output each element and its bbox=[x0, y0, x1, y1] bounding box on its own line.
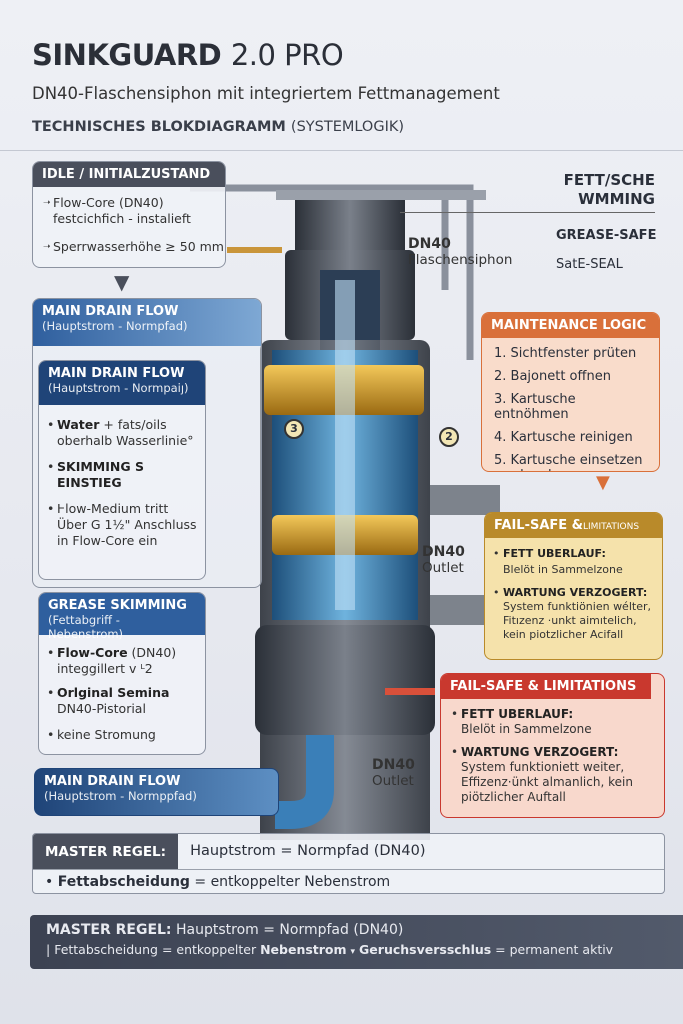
master1-bullet: • Fettabscheidung = entkoppelter Nebenst… bbox=[45, 874, 391, 890]
page-title: SINKGUARD 2.0 PRO bbox=[32, 38, 344, 72]
failsafe1-item: WARTUNG VERZOGERT:System funktiönien wél… bbox=[493, 586, 654, 642]
main-inner-title: MAIN DRAIN FLOW bbox=[48, 366, 185, 381]
master-rule-banner: MASTER REGEL: Hauptstrom = Normpfad (DN4… bbox=[30, 915, 683, 969]
failsafe2-title: FAIL-SAFE & LIMITATIONS bbox=[441, 674, 651, 699]
arrow-right-icon bbox=[227, 247, 282, 253]
arrow-right-icon bbox=[385, 688, 435, 695]
failsafe1-item: FETT UBERLAUF:Blelöt in Sammelzone bbox=[493, 546, 654, 578]
maintenance-box: MAINTENANCE LOGIC 1. Sichtfenster prüten… bbox=[481, 312, 660, 472]
grease-title: GREASE SKIMMING bbox=[48, 598, 187, 613]
idle-title: IDLE / INITIALZUSTAND bbox=[33, 162, 225, 187]
arrow-down-icon: ▼ bbox=[596, 472, 610, 493]
master1-rule: Hauptstrom = Normpfad (DN40) bbox=[190, 843, 426, 859]
grease-item: Orlginal Semina DN40-Pistorial bbox=[47, 685, 197, 717]
divider bbox=[400, 212, 655, 213]
marker-3: 3 bbox=[284, 419, 304, 439]
main-inner-item: Water + fats/oils oberhalb Wasserlinie° bbox=[47, 417, 197, 449]
main-inner-item: Ⱶlow-Medium tritt Über G 1½" Anschluss i… bbox=[47, 501, 197, 549]
grease-item: keine Stromung bbox=[47, 727, 197, 743]
failsafe-box-1: FAIL-SAFE &LIMITATIONS FETT UBERLAUF:Ble… bbox=[484, 512, 663, 660]
grease-caption: (Fettabgriff - Nebenstrom) bbox=[48, 613, 124, 641]
maintenance-step: 3. Kartusche entnöhmen bbox=[494, 392, 576, 422]
divider bbox=[0, 150, 683, 151]
safe-seal-label: SatE-SEAL bbox=[556, 257, 623, 272]
main-outer-title: MAIN DRAIN FLOW bbox=[42, 304, 179, 319]
main-inner-item: SKIMMING S EINSTIEG bbox=[47, 459, 197, 491]
grease-skimming-box: GREASE SKIMMING (Fettabgriff - Nebenstro… bbox=[38, 592, 206, 755]
siphon-illustration bbox=[190, 184, 500, 840]
main-bottom-title: MAIN DRAIN FLOW bbox=[44, 774, 181, 789]
failsafe2-item: FETT UBERLAUF:Blelöt in Sammelzone bbox=[451, 707, 654, 737]
main-bottom-caption: (Hauptstrom - Normppfad) bbox=[44, 789, 197, 803]
failsafe-box-2: FAIL-SAFE & LIMITATIONS FETT UBERLAUF:Bl… bbox=[440, 673, 665, 818]
idle-item: Flow-Core (DN40) festcichfich - instalie… bbox=[43, 195, 225, 227]
master2-detail: | Fettabscheidung = entkoppelter Nebenst… bbox=[46, 942, 614, 957]
marker-2: 2 bbox=[439, 427, 459, 447]
master-rule-box: MASTER REGEL: Hauptstrom = Normpfad (DN4… bbox=[32, 833, 665, 894]
arrow-down-icon: ▼ bbox=[114, 270, 130, 294]
maintenance-step: 5. Kartusche einsetzen verrlegeln bbox=[494, 453, 643, 471]
maintenance-step: 4. Kartusche reinigen bbox=[494, 430, 633, 445]
failsafe2-item: WARTUNG VERZOGERT:System funktioniett we… bbox=[451, 745, 654, 805]
grease-item: Flow-Core (DN40) integgillert v ᴸ2 bbox=[47, 645, 197, 677]
maintenance-title: MAINTENANCE LOGIC bbox=[482, 313, 659, 338]
idle-box: IDLE / INITIALZUSTAND Flow-Core (DN40) f… bbox=[32, 161, 226, 268]
maintenance-step: 2. Bajonett offnen bbox=[494, 369, 611, 384]
maintenance-step: 1. Sichtfenster prüten bbox=[494, 346, 637, 361]
failsafe1-title: FAIL-SAFE &LIMITATIONS bbox=[485, 513, 662, 538]
idle-item: Sperrwasserhöhe ≥ 50 mm bbox=[43, 239, 225, 255]
main-inner-caption: (Hauptstrom - Normpaiȷ) bbox=[48, 381, 189, 395]
master1-label: MASTER REGEL: bbox=[33, 834, 179, 869]
main-drain-bottom-box: MAIN DRAIN FLOW (Hauptstrom - Normppfad) bbox=[34, 768, 279, 816]
section-title: TECHNISCHES BLOKDIAGRAMM (SYSTEMLOGIK) bbox=[32, 119, 405, 135]
main-outer-caption: (Hauptstrom - Normpfad) bbox=[42, 319, 188, 333]
grease-safe-label: GREASE-SAFE bbox=[556, 228, 657, 243]
main-drain-inner-box: MAIN DRAIN FLOW (Hauptstrom - Normpaiȷ) … bbox=[38, 360, 206, 580]
subtitle: DN40-Flaschensiphon mit integriertem Fet… bbox=[32, 84, 500, 103]
master2-rule: MASTER REGEL: Hauptstrom = Normpfad (DN4… bbox=[46, 922, 404, 938]
